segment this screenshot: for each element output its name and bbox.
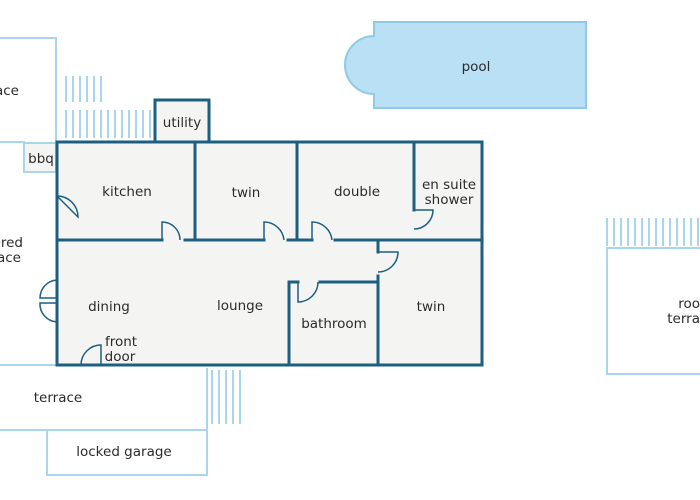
door-ensuite [413, 209, 434, 230]
door-dining-left [39, 279, 58, 323]
steps-top-upper [65, 76, 102, 102]
labels: pool ace bbq ered ace terrace locked gar… [0, 59, 700, 460]
locked-garage-outline [46, 429, 208, 476]
door-kitchen-left [55, 195, 79, 219]
steps-roof [606, 218, 699, 246]
front-door-label-line2: door [105, 349, 136, 365]
double-label: double [334, 184, 380, 200]
door-twin [263, 221, 285, 241]
house-floor [57, 143, 482, 365]
front-door-label-line1: front [105, 334, 137, 350]
utility-label: utility [163, 115, 201, 131]
covered-terrace-label-line2: ace [0, 250, 21, 266]
roof-terrace-label-line2: terra [667, 311, 700, 327]
roof-terrace-outline [606, 247, 700, 375]
en-suite-label-line1: en suite [422, 177, 476, 193]
steps-bottom [211, 370, 241, 424]
terrace-top-left-label: ace [0, 83, 19, 99]
house-walls [55, 98, 484, 367]
terrace-bottom-outline [0, 368, 208, 431]
terrace-top-left-outline [0, 37, 57, 142]
dining-label: dining [88, 299, 130, 315]
steps [65, 76, 699, 424]
house-outer-wall [55, 140, 484, 367]
door-bathroom [297, 281, 319, 303]
terrace-bottom-label: terrace [34, 390, 82, 406]
wall-bathroom [287, 280, 300, 367]
twin-upper-label: twin [232, 185, 261, 201]
kitchen-label: kitchen [102, 184, 152, 200]
utility-wall [153, 98, 211, 144]
door-kitchen-dining [161, 221, 181, 241]
door-double [311, 221, 333, 241]
pool-label: pool [462, 59, 491, 75]
door-twin-lower [377, 251, 399, 273]
en-suite-label-line2: shower [425, 192, 474, 208]
bbq-label: bbq [28, 151, 54, 167]
roof-terrace-label-line1: roo [678, 296, 700, 312]
steps-top-lower [65, 110, 151, 138]
doors [39, 195, 434, 366]
bathroom-label: bathroom [301, 316, 367, 332]
utility-floor [155, 100, 209, 143]
pool-shape [344, 21, 587, 109]
locked-garage-label: locked garage [76, 444, 171, 460]
outdoor-areas [0, 37, 700, 476]
lounge-label: lounge [217, 298, 263, 314]
covered-terrace-label-line1: ered [0, 235, 23, 251]
door-front [80, 344, 102, 366]
twin-lower-label: twin [417, 299, 446, 315]
